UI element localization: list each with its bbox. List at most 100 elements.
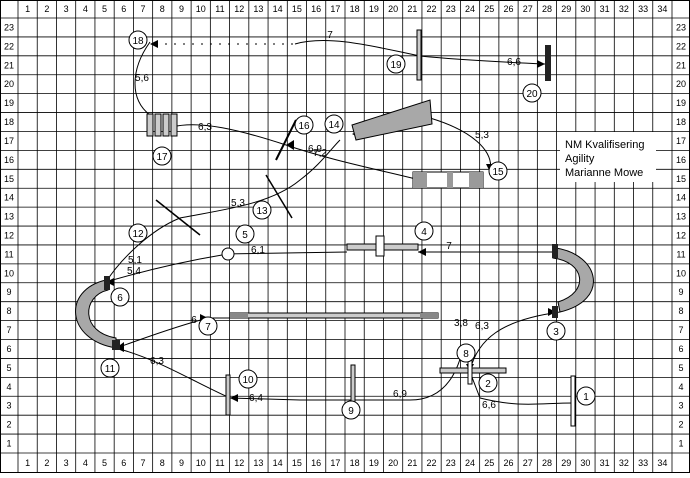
column-label: 10	[196, 4, 206, 14]
column-label: 6	[121, 458, 126, 468]
column-label: 30	[580, 458, 590, 468]
distance-label: 7,2	[313, 148, 327, 159]
distance-label: 6	[191, 315, 197, 326]
column-label: 21	[407, 458, 417, 468]
row-label: 13	[4, 212, 14, 222]
jump-bar	[350, 364, 356, 406]
column-label: 32	[619, 4, 629, 14]
distance-label: 6,9	[308, 144, 322, 155]
row-label: 12	[676, 231, 686, 241]
column-label: 13	[253, 458, 263, 468]
jump-bar	[265, 174, 293, 219]
row-label: 9	[678, 287, 683, 297]
obstacle-number-14: 14	[324, 114, 344, 134]
column-label: 30	[580, 4, 590, 14]
distance-label: 6,3	[475, 321, 489, 332]
row-label: 4	[678, 382, 683, 392]
arrow-head	[286, 140, 294, 150]
tunnel	[75, 279, 117, 349]
column-label: 5	[102, 4, 107, 14]
column-label: 17	[330, 4, 340, 14]
column-label: 12	[234, 458, 244, 468]
column-label: 22	[427, 4, 437, 14]
column-label: 15	[292, 4, 302, 14]
table-part	[447, 172, 453, 188]
course-path	[105, 40, 574, 405]
arrow-head	[150, 40, 158, 48]
column-label: 9	[179, 4, 184, 14]
obstacle-number-12: 12	[128, 223, 148, 243]
chute	[351, 99, 433, 141]
row-label: 10	[676, 268, 686, 278]
table-part	[469, 172, 483, 188]
obstacle-number-text: 16	[298, 121, 310, 132]
finish-jump	[545, 45, 551, 81]
column-labels: 1122334455667788991010111112121313141415…	[25, 4, 667, 468]
row-label: 21	[676, 60, 686, 70]
row-label: 20	[4, 79, 14, 89]
tunnel-end	[552, 244, 558, 258]
distance-label: 5,6	[135, 73, 149, 84]
column-label: 25	[484, 4, 494, 14]
path-16-17	[171, 124, 287, 146]
row-label: 2	[678, 420, 683, 430]
tunnel-end	[552, 306, 558, 318]
row-label: 16	[4, 155, 14, 165]
column-label: 1	[25, 458, 30, 468]
table-part	[413, 172, 427, 188]
distance-label: 7	[446, 241, 452, 252]
row-label: 11	[676, 249, 685, 259]
distance-label: 6,4	[249, 393, 263, 404]
column-label: 20	[388, 458, 398, 468]
column-label: 8	[160, 458, 165, 468]
obstacle-number-7: 7	[198, 316, 218, 336]
path-11-12	[105, 217, 181, 283]
obstacle-number-text: 10	[242, 375, 254, 386]
row-label: 19	[676, 98, 686, 108]
column-label: 33	[638, 458, 648, 468]
title-line-1: NM Kvalifisering	[565, 139, 644, 151]
row-label: 1	[6, 439, 11, 449]
obstacle-number-text: 7	[205, 322, 211, 333]
obstacle-number-4: 4	[414, 221, 434, 241]
jump-bar	[225, 374, 231, 416]
column-label: 26	[503, 458, 513, 468]
row-label: 17	[676, 136, 686, 146]
column-label: 4	[83, 4, 88, 14]
column-label: 18	[350, 4, 360, 14]
distance-label: 5,3	[231, 198, 245, 209]
distance-label: 5,3	[475, 130, 489, 141]
column-label: 14	[273, 458, 283, 468]
distance-label: 3,8	[454, 318, 468, 329]
distance-label: 6,9	[393, 389, 407, 400]
row-label: 1	[678, 439, 683, 449]
column-label: 3	[64, 4, 69, 14]
column-label: 3	[64, 458, 69, 468]
title-box: NM Kvalifisering Agility Marianne Mowe	[560, 132, 656, 182]
jump-bar	[155, 199, 201, 236]
arrow-head	[418, 248, 426, 256]
distance-label: 5,4	[127, 266, 141, 277]
dogwalk-plank	[229, 312, 439, 319]
row-label: 23	[676, 22, 686, 32]
obstacle-number-3: 3	[546, 321, 566, 341]
column-label: 31	[600, 4, 610, 14]
distance-label: 6,6	[482, 400, 496, 411]
row-label: 15	[676, 174, 686, 184]
path-19-20	[419, 55, 546, 65]
row-label: 13	[676, 212, 686, 222]
column-label: 34	[657, 4, 667, 14]
obstacle-number-13: 13	[252, 200, 272, 220]
column-label: 9	[179, 458, 184, 468]
arrow-head	[537, 60, 545, 68]
row-label: 9	[6, 287, 11, 297]
obstacle-number-text: 6	[117, 293, 123, 304]
column-label: 2	[44, 458, 49, 468]
row-label: 10	[4, 268, 14, 278]
path-2-3	[469, 311, 561, 371]
arrow-head	[230, 394, 238, 402]
obstacle-number-text: 5	[242, 230, 248, 241]
obstacle-number-text: 1	[583, 392, 589, 403]
column-label: 7	[141, 458, 146, 468]
